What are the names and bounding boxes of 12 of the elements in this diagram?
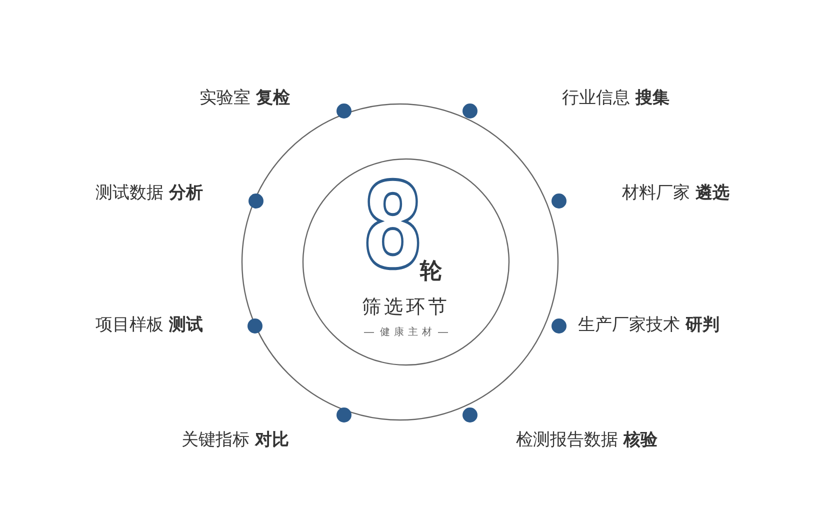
stage-label: 材料厂家 遴选 — [622, 182, 730, 205]
subtitle: 健康主材 — [380, 326, 436, 339]
round-unit: 轮 — [420, 258, 442, 286]
stage-title: 筛选环节 — [361, 295, 451, 320]
center-circle — [302, 158, 510, 366]
stage-label: 行业信息 搜集 — [562, 87, 670, 110]
stage-label: 生产厂家技术 研判 — [578, 314, 720, 337]
stage-label: 关键指标 对比 — [182, 429, 289, 452]
stage-label: 项目样板 测试 — [96, 314, 203, 337]
stage-label: 实验室 复检 — [200, 87, 290, 110]
stage-label: 测试数据 分析 — [96, 182, 203, 205]
stage-label: 检测报告数据 核验 — [516, 429, 658, 452]
